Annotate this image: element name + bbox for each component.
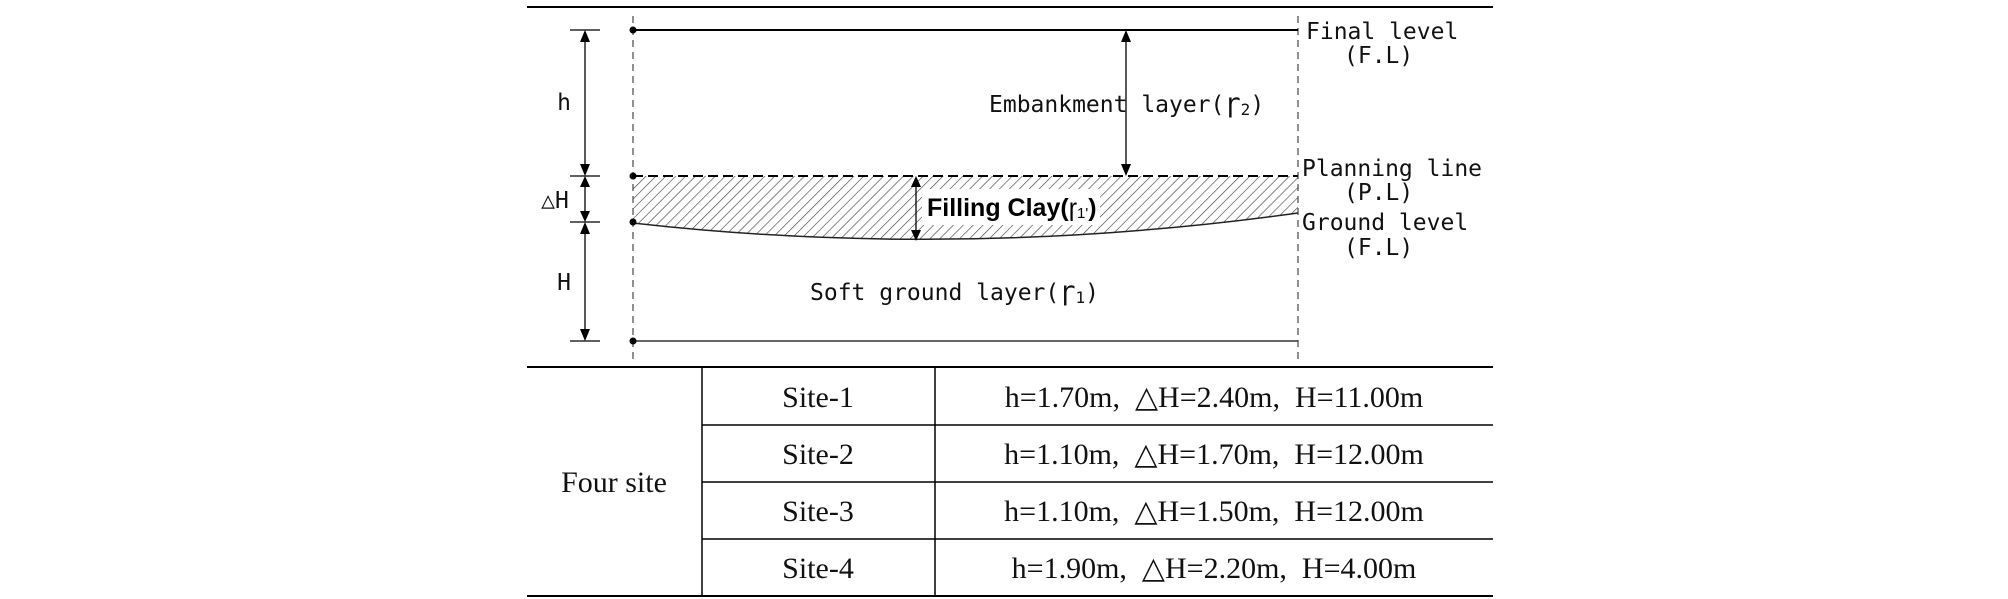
soft-ground-layer-label: Soft ground layer(ɼ1) [810,276,1099,307]
delta-h-dimension [580,176,590,222]
embankment-layer-label: Embankment layer(ɼ2) [989,88,1264,119]
final-level-dot [629,26,637,34]
ground-level-label: Ground level [1302,210,1468,236]
big-h-dimension [580,222,590,341]
table-row-site: Site-2 [782,438,854,471]
table-group-label: Four site [561,466,667,499]
ground-level-dot [629,218,637,226]
site-parameter-table: Four site Site-1 h=1.70m, △H=2.40m, H=11… [561,367,1493,596]
table-row-site: Site-3 [782,495,854,528]
planning-line-abbr: (P.L) [1344,180,1413,206]
delta-h-dimension-label: △H [541,188,569,214]
table-row-params: h=1.90m, △H=2.20m, H=4.00m [1012,552,1417,585]
table-row-site: Site-1 [782,381,854,414]
final-level-abbr: (F.L) [1344,43,1413,69]
planning-line-dot [629,172,637,180]
ground-level-abbr: (F.L) [1344,235,1413,261]
final-level-label: Final level [1306,19,1458,45]
embankment-thickness-arrow [1121,30,1131,176]
h-dimension [580,30,590,176]
h-dimension-label: h [557,90,571,116]
filling-clay-thickness-arrow [911,176,921,241]
section-diagram: h △H H Embankment layer(ɼ2) [541,16,1482,362]
table-row-site: Site-4 [782,552,854,585]
big-h-dimension-label: H [557,270,571,296]
filling-clay-label-bg [922,189,1100,225]
soft-ground-bottom-dot [629,337,637,345]
table-row-params: h=1.70m, △H=2.40m, H=11.00m [1005,381,1424,414]
table-row-params: h=1.10m, △H=1.70m, H=12.00m [1004,438,1424,471]
ground-level-curve [632,212,1299,241]
filling-clay-label: Filling Clay(ɼ1') [927,194,1097,222]
table-row-params: h=1.10m, △H=1.50m, H=12.00m [1004,495,1424,528]
planning-line-label: Planning line [1302,156,1482,182]
